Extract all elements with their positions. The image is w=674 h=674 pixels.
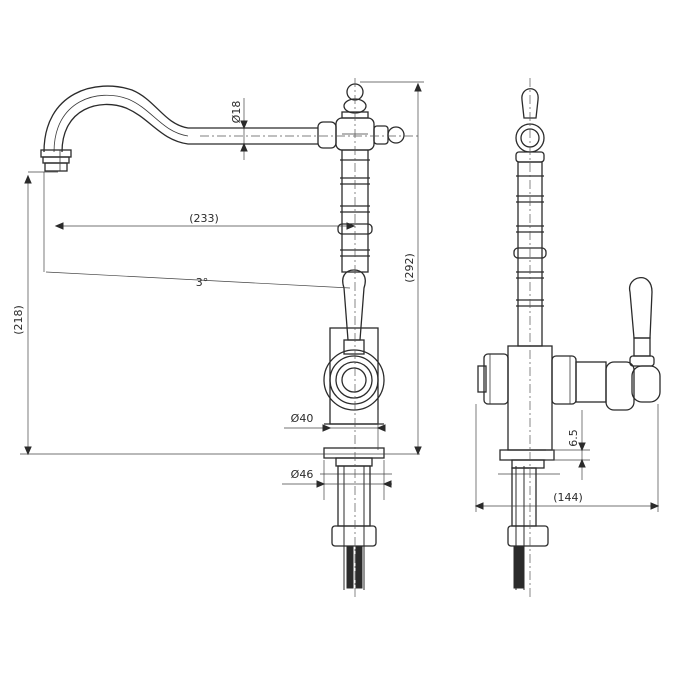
label-total-height: (292): [403, 253, 416, 283]
label-pipe-dia: Ø18: [230, 101, 243, 124]
base-mount: [320, 447, 392, 590]
label-angle: 3°: [196, 276, 209, 289]
dim-spout-height: (218): [12, 171, 420, 456]
lever-handle: [342, 269, 366, 355]
spout: [40, 85, 318, 172]
label-spout-height: (218): [12, 305, 25, 335]
dim-base-dia: Ø46: [282, 460, 392, 500]
dim-base-thickness: 6.5: [546, 410, 590, 480]
dim-pipe-dia: Ø18: [230, 98, 248, 160]
front-view: 6.5 (144): [474, 78, 661, 600]
dim-total-height: (292): [360, 81, 424, 456]
front-body: [477, 345, 635, 451]
front-lever-handle: [629, 277, 661, 403]
label-depth: (144): [553, 491, 583, 504]
label-base-dia: Ø46: [291, 468, 314, 481]
side-view: Ø18 (233) 3° (218): [12, 78, 424, 600]
label-base-thickness: 6.5: [567, 429, 580, 447]
dim-angle: 3°: [43, 172, 351, 289]
dim-body-dia: Ø40: [284, 410, 386, 450]
dim-depth: (144): [474, 404, 660, 512]
head-assembly: [317, 83, 405, 151]
dim-reach: (233): [54, 212, 356, 230]
valve-body: [323, 327, 385, 425]
front-base-mount: [498, 449, 560, 590]
label-body-dia: Ø40: [291, 412, 314, 425]
label-reach: (233): [189, 212, 219, 225]
